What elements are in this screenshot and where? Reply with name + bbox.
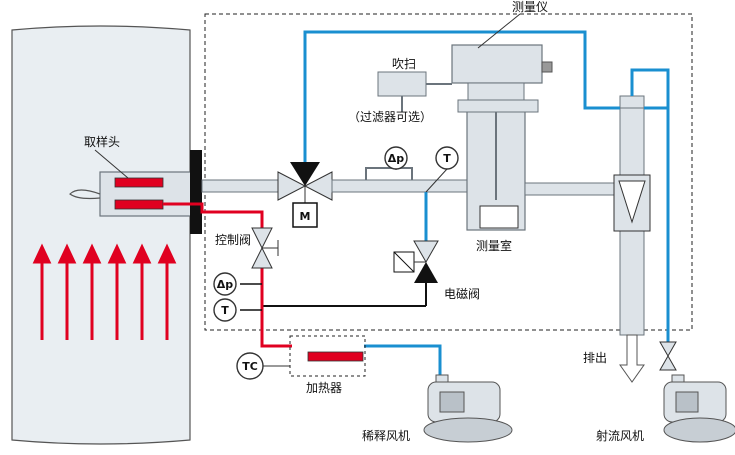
motor-valve-icon[interactable]	[277, 162, 333, 228]
chamber-outlet-pipe	[524, 182, 621, 196]
sampling-probe-label: 取样头	[84, 134, 120, 149]
jet-fan-blower-icon[interactable]	[659, 341, 735, 443]
flow-meter-icon	[613, 174, 651, 232]
solenoid-valve-label: 电磁阀	[444, 286, 480, 301]
valve-to-chamber-pipe	[331, 179, 468, 193]
motor-label: M	[300, 210, 311, 223]
temp-sensor-top: T	[425, 146, 459, 193]
system-boundary	[204, 13, 693, 331]
stack-duct	[11, 25, 191, 445]
measuring-chamber-label: 测量室	[476, 238, 512, 253]
heater-boundary	[289, 335, 366, 377]
heater-element	[307, 351, 364, 362]
blue-air-lines	[303, 30, 670, 375]
svg-text:T: T	[443, 152, 451, 165]
control-valve-label: 控制阀	[215, 233, 251, 247]
arrow-down-icon	[619, 334, 645, 383]
dilution-fan-label: 稀释风机	[362, 429, 410, 443]
svg-text:T: T	[221, 304, 229, 317]
sampling-probe	[69, 149, 202, 234]
gas-flow-arrows	[32, 243, 177, 340]
measuring-chamber	[457, 94, 539, 231]
analyzer-label: 测量仪	[512, 0, 548, 14]
dp-sensor-left: Δp	[213, 272, 237, 296]
purge-label: 吹扫	[392, 57, 416, 71]
purge-note-label: （过滤器可选）	[348, 110, 432, 124]
analyzer-head	[451, 44, 553, 101]
purge-box	[377, 71, 427, 97]
heater-label: 加热器	[306, 381, 342, 395]
temp-sensor-left: T	[213, 298, 237, 322]
dp-sensor-top: Δp	[384, 146, 408, 170]
svg-text:TC: TC	[242, 360, 258, 373]
solenoid-valve[interactable]	[393, 240, 439, 283]
svg-text:Δp: Δp	[388, 152, 405, 165]
jet-fan-label: 射流风机	[596, 428, 644, 443]
blower-icon[interactable]	[423, 374, 513, 443]
sample-pipe	[201, 179, 281, 193]
svg-text:Δp: Δp	[217, 278, 234, 291]
tc-controller: TC	[236, 352, 264, 380]
red-heated-lines	[163, 202, 292, 348]
dp-bypass	[365, 167, 413, 180]
control-valve[interactable]	[251, 227, 279, 269]
exhaust-label: 排出	[583, 351, 607, 365]
